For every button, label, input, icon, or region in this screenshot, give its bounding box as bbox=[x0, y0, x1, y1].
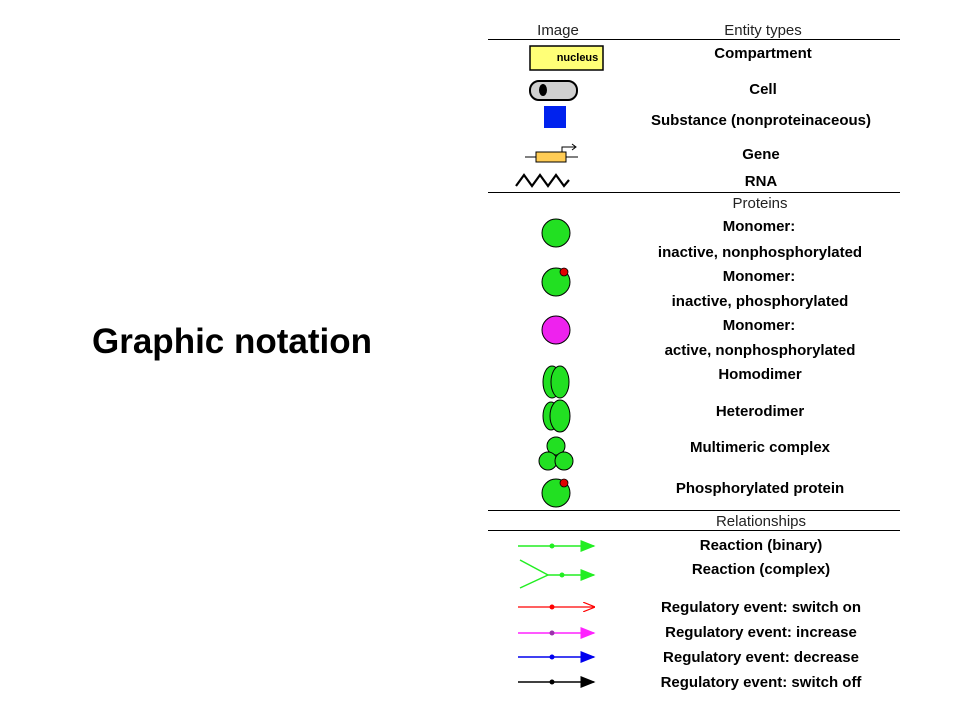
page-title: Graphic notation bbox=[92, 322, 372, 361]
switch-on-arrow bbox=[518, 605, 594, 610]
image-column-header: Image bbox=[537, 22, 579, 39]
monomer-active-np-line1: Monomer: bbox=[722, 317, 796, 334]
entity-rna: RNA bbox=[744, 173, 778, 190]
protein-glyphs bbox=[538, 218, 574, 508]
reaction-binary-arrow bbox=[518, 540, 596, 552]
header-divider bbox=[488, 39, 900, 40]
relationship-reaction-binary: Reaction (binary) bbox=[699, 537, 823, 554]
protein-homodimer: Homodimer bbox=[718, 366, 802, 383]
multimeric-complex-icon bbox=[538, 436, 574, 471]
entity-gene: Gene bbox=[742, 146, 780, 163]
gene-icon bbox=[525, 143, 578, 163]
entity-types-column-header: Entity types bbox=[724, 22, 802, 39]
proteins-divider bbox=[488, 192, 900, 193]
relationship-reaction-complex: Reaction (complex) bbox=[691, 561, 831, 578]
relationships-top-divider bbox=[488, 510, 900, 511]
monomer-phosphorylated-icon bbox=[541, 267, 571, 297]
protein-multimeric-complex: Multimeric complex bbox=[689, 439, 831, 456]
entity-compartment: Compartment bbox=[714, 45, 812, 62]
reaction-complex-arrow bbox=[519, 559, 596, 589]
heterodimer-icon bbox=[542, 399, 571, 433]
relationships-header: Relationships bbox=[715, 513, 807, 530]
protein-heterodimer: Heterodimer bbox=[715, 403, 805, 420]
monomer-inactive-np-line1: Monomer: bbox=[722, 218, 796, 235]
monomer-inactive-p-line1: Monomer: bbox=[722, 268, 796, 285]
relationship-switch-on: Regulatory event: switch on bbox=[660, 599, 862, 616]
switch-off-arrow bbox=[518, 676, 596, 688]
monomer-inactive-np-line2: inactive, nonphosphorylated bbox=[657, 244, 863, 261]
relationship-decrease: Regulatory event: decrease bbox=[663, 649, 859, 666]
relationship-increase: Regulatory event: increase bbox=[665, 624, 857, 641]
proteins-header: Proteins bbox=[732, 195, 788, 212]
increase-arrow bbox=[518, 627, 596, 639]
homodimer-icon bbox=[542, 365, 570, 399]
protein-phosphorylated: Phosphorylated protein bbox=[675, 480, 845, 497]
monomer-inactive-p-line2: inactive, phosphorylated bbox=[671, 293, 849, 310]
monomer-active-np-line2: active, nonphosphorylated bbox=[664, 342, 856, 359]
rna-icon bbox=[515, 173, 570, 188]
relationship-switch-off: Regulatory event: switch off bbox=[660, 674, 862, 691]
substance-icon bbox=[544, 106, 566, 128]
compartment-icon-label: nucleus bbox=[556, 52, 599, 64]
monomer-inactive-icon bbox=[541, 218, 571, 248]
monomer-active-icon bbox=[541, 315, 571, 345]
relationship-glyphs bbox=[518, 540, 596, 688]
entity-substance: Substance (nonproteinaceous) bbox=[650, 112, 872, 129]
entity-types-glyphs bbox=[515, 45, 604, 188]
relationships-bottom-divider bbox=[488, 530, 900, 531]
compartment-icon bbox=[529, 45, 604, 71]
decrease-arrow bbox=[518, 651, 596, 663]
phosphorylated-protein-icon bbox=[541, 478, 571, 508]
cell-icon bbox=[529, 80, 578, 101]
entity-cell: Cell bbox=[749, 81, 777, 98]
